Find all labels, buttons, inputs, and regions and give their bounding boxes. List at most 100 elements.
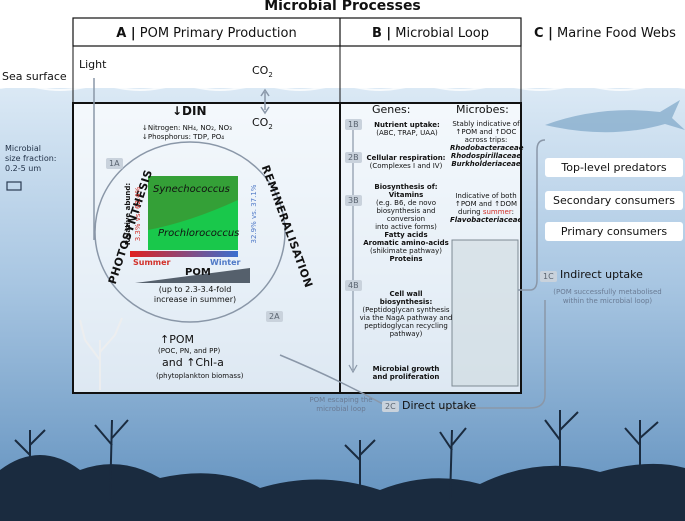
- nitrogen-text: ↓Nitrogen: NH₄, NO₂, NO₃: [142, 124, 232, 132]
- prochlorococcus-label: Prochlorococcus: [158, 228, 240, 239]
- microbes-desc-3: across trips:: [464, 136, 508, 144]
- both-line-3: during summer:: [450, 208, 522, 216]
- cell-wall-title-1: Cell wall: [389, 290, 423, 298]
- growth-line-2: and proliferation: [372, 373, 440, 381]
- light-label: Light: [79, 58, 107, 71]
- relative-abund-label: Relative abund:: [124, 182, 132, 246]
- cell-wall-detail-4: pathway): [389, 330, 423, 338]
- microbes-heading: Microbes:: [456, 103, 509, 116]
- winter-pct-a: 32.9% vs.: [250, 206, 258, 244]
- microbes-both-block: Indicative of both ↑POM and ↑DOM during …: [450, 192, 522, 224]
- tag-1a: 1A: [106, 158, 123, 169]
- header-b-text: Microbial Loop: [395, 25, 490, 41]
- cell-wall-detail-3: peptidoglycan recycling: [364, 322, 448, 330]
- summer-pct: 3.3% vs. 62.4%: [134, 174, 142, 254]
- co2-inner-text: CO: [252, 116, 269, 129]
- both-summer: summer: [482, 208, 512, 216]
- cell-resp-title: Cellular respiration:: [366, 154, 446, 162]
- pom-escaping-label: POM escaping the microbial loop: [296, 396, 386, 414]
- cell-wall-detail-2: via the NagA pathway and: [359, 314, 453, 322]
- both-line-1: Indicative of both: [455, 192, 517, 200]
- indirect-uptake-label: Indirect uptake: [560, 268, 643, 281]
- vitamins-title: Vitamins: [388, 191, 424, 199]
- microbes-stable-block: Stably indicative of ↑POM and ↑DOC acros…: [450, 120, 524, 168]
- taxon-burkholderiaceae: Burkholderiaceae: [451, 160, 521, 168]
- tag-2c: 2C: [382, 401, 399, 412]
- nutrient-uptake-title: Nutrient uptake:: [374, 121, 440, 129]
- nutrient-list: ↓Nitrogen: NH₄, NO₂, NO₃ ↓Phosphorus: TD…: [142, 124, 232, 142]
- direct-uptake-label: Direct uptake: [402, 399, 477, 412]
- vitamins-detail-1: (e.g. B6, de novo: [376, 199, 436, 207]
- tag-4b: 4B: [345, 280, 362, 291]
- header-c-prefix: C |: [534, 25, 553, 41]
- indirect-note-1: (POM successfully metabolised: [553, 288, 662, 296]
- fatty-acids: Fatty acids: [384, 231, 428, 239]
- co2-top-label: CO2: [252, 64, 273, 80]
- tag-1c: 1C: [540, 271, 557, 282]
- taxon-rhodospirillaceae: Rhodospirillaceae: [450, 152, 522, 160]
- winter-pct-b: 37.1%: [250, 184, 258, 207]
- pom-increase-line1: (up to 2.3-3.4-fold: [158, 285, 232, 294]
- pom-increase: (up to 2.3-3.4-fold increase in summer): [140, 285, 250, 305]
- size-fraction-line1: Microbial: [5, 144, 41, 153]
- proteins: Proteins: [389, 255, 423, 263]
- cell-wall-title-2: biosynthesis:: [379, 298, 433, 306]
- cell-wall-detail-1: (Peptidoglycan synthesis: [362, 306, 450, 314]
- pom-components: (POC, PN, and PP): [158, 347, 221, 355]
- nutrient-uptake-detail: (ABC, TRAP, UAA): [376, 129, 438, 137]
- indirect-note-2: within the microbial loop): [562, 297, 653, 305]
- din-label: ↓DIN: [172, 104, 207, 118]
- cell-resp-detail: (Complexes I and IV): [369, 162, 443, 170]
- phosphorus-text: ↓Phosphorus: TDP, PO₄: [142, 133, 225, 141]
- both-line-2: ↑POM and ↑DOM: [454, 200, 518, 208]
- header-a-text: POM Primary Production: [139, 25, 297, 41]
- cell-resp-block: Cellular respiration: (Complexes I and I…: [358, 154, 454, 170]
- tag-2b: 2B: [345, 152, 362, 163]
- header-b: B | Microbial Loop: [340, 20, 521, 46]
- top-predators-label: Top-level predators: [545, 158, 683, 177]
- up-pom-label: ↑POM: [160, 333, 194, 346]
- both-colon: :: [511, 208, 514, 216]
- header-c-text: Marine Food Webs: [557, 25, 676, 41]
- biosynthesis-block: Biosynthesis of: Vitamins (e.g. B6, de n…: [358, 183, 454, 263]
- winter-pct: 32.9% vs. 37.1%: [250, 174, 258, 254]
- co2-inner-label: CO2: [252, 116, 273, 132]
- summer-label: Summer: [133, 258, 171, 267]
- diagram-title: Microbial Processes: [264, 0, 421, 14]
- nutrient-uptake-block: Nutrient uptake: (ABC, TRAP, UAA): [362, 121, 452, 137]
- taxon-rhodobacteraceae: Rhodobacteraceae: [450, 144, 524, 152]
- size-fraction-line2: size fraction:: [5, 154, 57, 163]
- genes-heading: Genes:: [372, 103, 411, 116]
- header-a: A | POM Primary Production: [73, 20, 340, 46]
- cell-wall-block: Cell wall biosynthesis: (Peptidoglycan s…: [358, 290, 454, 338]
- shikimate-pathway: (shikimate pathway): [370, 247, 442, 255]
- tag-1b: 1B: [345, 119, 362, 130]
- winter-label: Winter: [210, 258, 241, 267]
- header-a-prefix: A |: [116, 25, 136, 41]
- aromatic-amino-acids: Aromatic amino-acids: [363, 239, 449, 247]
- tag-3b: 3B: [345, 195, 362, 206]
- pom-label: POM: [185, 267, 211, 278]
- pom-escaping-line1: POM escaping the: [309, 396, 373, 404]
- pom-increase-line2: increase in summer): [153, 295, 237, 304]
- chl-label: and ↑Chl-a: [162, 356, 224, 369]
- microbes-desc-2: ↑POM and ↑DOC: [455, 128, 517, 136]
- size-fraction-line3: 0.2-5 um: [5, 164, 42, 173]
- synechococcus-label: Synechococcus: [153, 184, 230, 195]
- vitamins-detail-3: into active forms): [375, 223, 437, 231]
- biosynthesis-title: Biosynthesis of:: [374, 183, 438, 191]
- summer-pct-a: 3.3% vs.: [134, 209, 142, 242]
- header-b-prefix: B |: [371, 25, 392, 41]
- chl-note: (phytoplankton biomass): [156, 372, 244, 380]
- tag-2a: 2A: [266, 311, 283, 322]
- taxon-flavobacteriaceae: Flavobacteriaceae: [450, 216, 523, 224]
- secondary-consumers-label: Secondary consumers: [545, 191, 683, 210]
- vitamins-detail-2: biosynthesis and conversion: [376, 207, 436, 223]
- sea-surface-label: Sea surface: [2, 70, 67, 83]
- header-c: C | Marine Food Webs: [525, 20, 685, 46]
- size-fraction-label: Microbial size fraction: 0.2-5 um: [5, 144, 56, 174]
- growth-block: Microbial growth and proliferation: [360, 365, 452, 381]
- both-during: during: [458, 208, 483, 216]
- primary-consumers-label: Primary consumers: [545, 222, 683, 241]
